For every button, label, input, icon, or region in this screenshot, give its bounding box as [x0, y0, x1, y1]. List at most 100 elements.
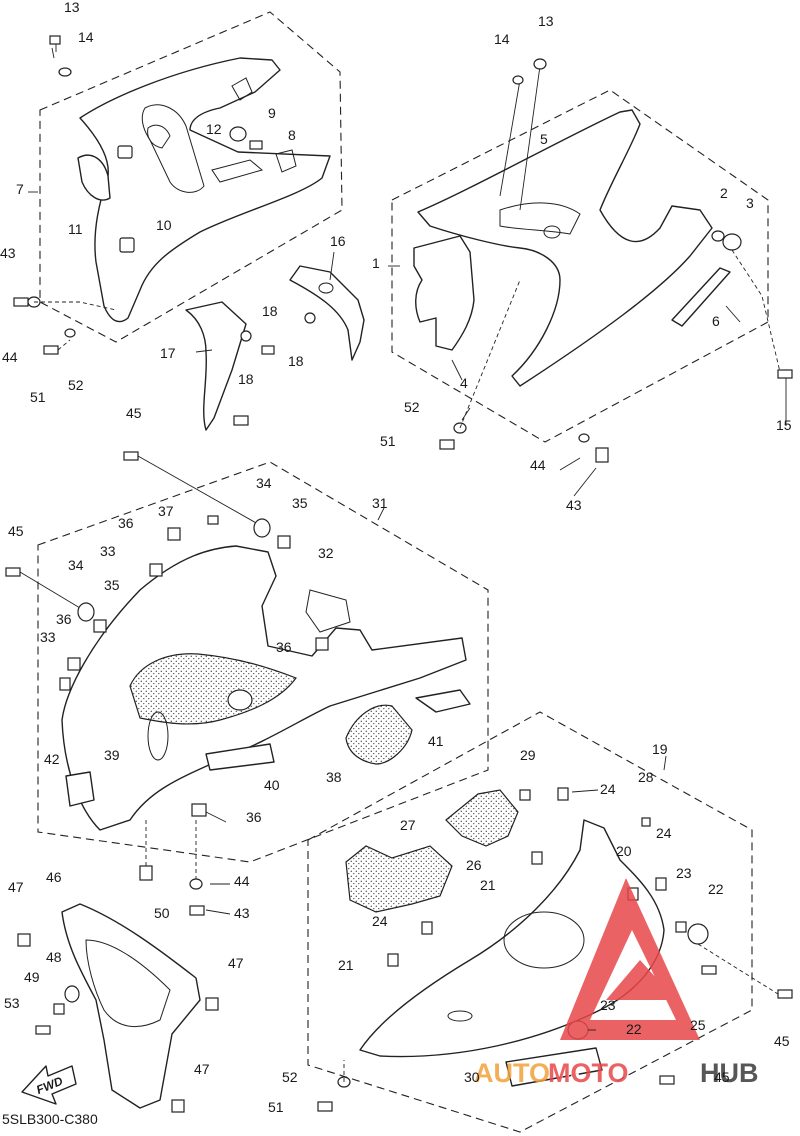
part-upper-cowling-left	[77, 57, 331, 323]
callout-19: 19	[652, 741, 668, 757]
callout-26: 26	[466, 857, 482, 873]
callout-13-top-left: 13	[64, 0, 80, 15]
callout-44-low: 44	[234, 873, 250, 889]
callout-46: 46	[46, 869, 62, 885]
callout-24-c: 24	[372, 913, 388, 929]
callout-4: 4	[460, 375, 468, 391]
group-box-7	[39, 11, 343, 343]
callout-38: 38	[326, 769, 342, 785]
callout-21-a: 21	[480, 877, 496, 893]
callout-41: 41	[428, 733, 444, 749]
callout-20: 20	[616, 843, 632, 859]
part-bracket-16	[289, 251, 365, 361]
callout-1: 1	[372, 255, 380, 271]
callout-33-b: 33	[40, 629, 56, 645]
group-box-31	[37, 461, 489, 863]
callout-18-c: 18	[238, 371, 254, 387]
callout-29: 29	[520, 747, 536, 763]
callout-23-a: 23	[676, 865, 692, 881]
callout-43-mid: 43	[566, 497, 582, 513]
callout-13-top-right: 13	[538, 13, 554, 29]
callout-34-a: 34	[256, 475, 272, 491]
callout-28: 28	[638, 769, 654, 785]
callout-50: 50	[154, 905, 170, 921]
callout-51-left: 51	[30, 389, 46, 405]
callout-51-low: 51	[268, 1099, 284, 1115]
part-upper-cowling-right	[413, 58, 793, 463]
callout-40: 40	[264, 777, 280, 793]
hardware-group-31	[5, 451, 291, 916]
callout-47-c: 47	[194, 1061, 210, 1077]
watermark-part2: MOTO	[548, 1058, 629, 1088]
callout-53: 53	[4, 995, 20, 1011]
callout-leaders	[28, 191, 787, 1031]
callout-18-a: 18	[262, 303, 278, 319]
callout-34-b: 34	[68, 557, 84, 573]
watermark-logo: AUTO MOTO HUB	[474, 878, 759, 1088]
callout-labels: 13 14 9 12 8 7 11 10 43 44 51 52 16 18 1…	[0, 0, 792, 1115]
callout-2: 2	[720, 185, 728, 201]
callout-48: 48	[46, 949, 62, 965]
callout-37: 37	[158, 503, 174, 519]
callout-3: 3	[746, 195, 754, 211]
callout-32: 32	[318, 545, 334, 561]
callout-51-mid: 51	[380, 433, 396, 449]
callout-45-c: 45	[774, 1033, 790, 1049]
yamaha-decal: YAMAHA	[520, 1065, 580, 1081]
part-lower-cowling-31	[59, 527, 471, 831]
callout-16: 16	[330, 233, 346, 249]
callout-27: 27	[400, 817, 416, 833]
callout-44-left: 44	[2, 349, 18, 365]
watermark-part3: HUB	[700, 1058, 759, 1088]
callout-47-a: 47	[8, 879, 24, 895]
callout-45-b: 45	[8, 523, 24, 539]
callout-24-a: 24	[600, 781, 616, 797]
callout-52-low: 52	[282, 1069, 298, 1085]
callout-43-left: 43	[0, 245, 16, 261]
group-box-19	[307, 711, 753, 1133]
callout-49: 49	[24, 969, 40, 985]
callout-15: 15	[776, 417, 792, 433]
group-box-1	[391, 89, 769, 443]
callout-47-b: 47	[228, 955, 244, 971]
callout-36-b: 36	[56, 611, 72, 627]
callout-14-top-left: 14	[78, 29, 94, 45]
callout-36-c: 36	[276, 639, 292, 655]
diagram-code: 5SLB300-C380	[2, 1111, 98, 1127]
callout-31: 31	[372, 495, 388, 511]
callout-45-d: 45	[714, 1069, 730, 1085]
hardware-group-7	[13, 35, 263, 355]
callout-22-a: 22	[708, 881, 724, 897]
callout-11: 11	[68, 221, 83, 237]
callout-8: 8	[288, 127, 296, 143]
callout-14-top-right: 14	[494, 31, 510, 47]
callout-12: 12	[206, 121, 222, 137]
callout-25: 25	[690, 1017, 706, 1033]
callout-9: 9	[268, 105, 276, 121]
part-bracket-17	[185, 301, 316, 431]
callout-18-b: 18	[288, 353, 304, 369]
callout-10: 10	[156, 217, 172, 233]
callout-39: 39	[104, 747, 120, 763]
callout-36-a: 36	[118, 515, 134, 531]
watermark-part1: AUTO	[474, 1058, 550, 1088]
callout-24-b: 24	[656, 825, 672, 841]
callout-44-mid: 44	[530, 457, 546, 473]
callout-42: 42	[44, 751, 60, 767]
callout-7: 7	[16, 181, 24, 197]
callout-35-a: 35	[292, 495, 308, 511]
callout-17: 17	[160, 345, 176, 361]
callout-45-a: 45	[126, 405, 142, 421]
callout-52-mid: 52	[404, 399, 420, 415]
callout-23-b: 23	[600, 997, 616, 1013]
callout-33-a: 33	[100, 543, 116, 559]
callout-35-b: 35	[104, 577, 120, 593]
callout-30: 30	[464, 1069, 480, 1085]
callout-21-b: 21	[338, 957, 354, 973]
callout-36-d: 36	[246, 809, 262, 825]
callout-52-left: 52	[68, 377, 84, 393]
callout-43-low: 43	[234, 905, 250, 921]
fwd-direction-arrow: FWD	[21, 1065, 77, 1105]
callout-5: 5	[540, 131, 548, 147]
